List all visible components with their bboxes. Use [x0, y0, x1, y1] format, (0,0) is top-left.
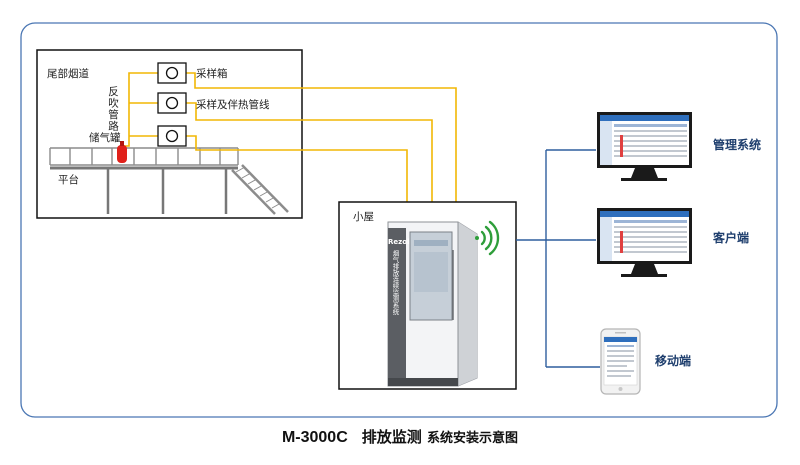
outer-frame — [20, 22, 778, 418]
mobile-phone-icon — [600, 328, 641, 395]
mobile-label: 移动端 — [655, 354, 692, 368]
caption-subtitle: 系统安装示意图 — [427, 431, 519, 446]
cabinet-text: 烟气排放连续监测系统 — [391, 250, 399, 315]
management-system-label: 管理系统 — [713, 138, 762, 152]
diagram-caption: M-3000C 排放监测 系统安装示意图 — [0, 426, 800, 447]
gas-tank-icon — [117, 141, 127, 163]
sampling-box-bottom — [157, 125, 187, 147]
platform-structure — [49, 147, 239, 214]
client-label: 客户端 — [713, 231, 750, 245]
cems-cabinet — [387, 221, 478, 387]
wifi-icon — [475, 220, 500, 256]
caption-title: 排放监测 — [361, 428, 422, 446]
blowback-pipe-label: 反吹管路 — [107, 86, 119, 132]
monitor-management-icon — [597, 112, 692, 181]
sampling-box-label: 采样箱 — [196, 68, 228, 80]
sampling-box-middle — [157, 92, 187, 114]
monitor-client-icon — [597, 208, 692, 277]
sampling-pipe-label: 采样及伴热管线 — [196, 99, 270, 111]
stairs — [231, 164, 289, 215]
sampling-pipes — [123, 72, 457, 230]
caption-model: M-3000C — [281, 429, 348, 446]
network-lines — [516, 149, 600, 368]
cabin-label: 小屋 — [353, 211, 374, 223]
platform-label: 平台 — [58, 174, 79, 186]
flue-label: 尾部烟道 — [47, 68, 89, 80]
sampling-box-top — [157, 62, 187, 84]
gas-tank-label: 储气罐 — [89, 132, 121, 144]
cabinet-brand: Rezol — [388, 238, 410, 246]
